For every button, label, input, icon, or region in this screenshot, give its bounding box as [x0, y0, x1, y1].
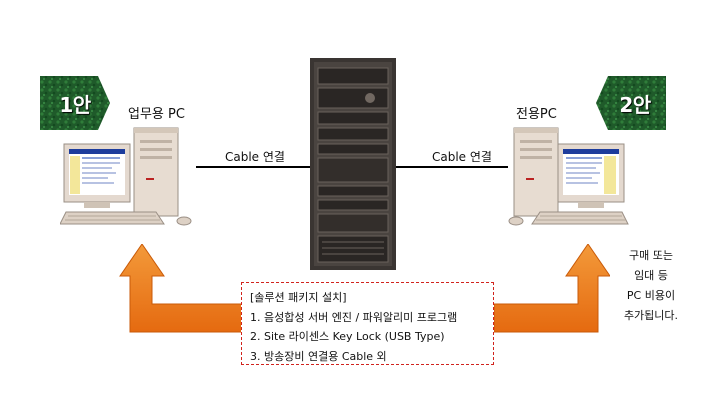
arrow-to-office-pc [119, 244, 243, 333]
option-1-badge-shape [40, 76, 110, 130]
option-1-label: 1안 [59, 92, 91, 117]
cost-note: 구매 또는 임대 등 PC 비용이 추가됩니다. [616, 246, 686, 326]
option-2-badge-shape [596, 76, 666, 130]
dedicated-pc-label: 전용PC [516, 107, 557, 122]
package-item: 1. 음성합성 서버 엔진 / 파워알리미 프로그램 [250, 310, 458, 324]
note-line: 추가됩니다. [623, 309, 679, 322]
note-line: 임대 등 [634, 269, 668, 282]
dedicated-pc-illustration [508, 127, 629, 226]
note-line: PC 비용이 [626, 289, 676, 302]
note-line: 구매 또는 [629, 249, 673, 262]
package-item: 3. 방송장비 연결용 Cable 외 [250, 349, 387, 363]
solution-package-box: [솔루션 패키지 설치] 1. 음성합성 서버 엔진 / 파워알리미 프로그램 … [241, 282, 494, 365]
arrow-to-dedicated-pc [494, 244, 610, 333]
option-1-badge: 1안 [40, 72, 110, 134]
office-pc-illustration [60, 127, 192, 226]
option-2-badge: 2안 [596, 72, 666, 134]
cable-line-left [196, 166, 310, 168]
option-2-label: 2안 [619, 92, 651, 117]
office-pc-label: 업무용 PC [128, 107, 185, 122]
package-item: 2. Site 라이센스 Key Lock (USB Type) [250, 330, 445, 343]
cable-label-right: Cable 연결 [432, 150, 492, 164]
package-title: [솔루션 패키지 설치] [250, 291, 347, 304]
broadcast-equipment-rack [310, 58, 396, 270]
cable-label-left: Cable 연결 [225, 150, 285, 164]
cable-line-right [396, 166, 508, 168]
